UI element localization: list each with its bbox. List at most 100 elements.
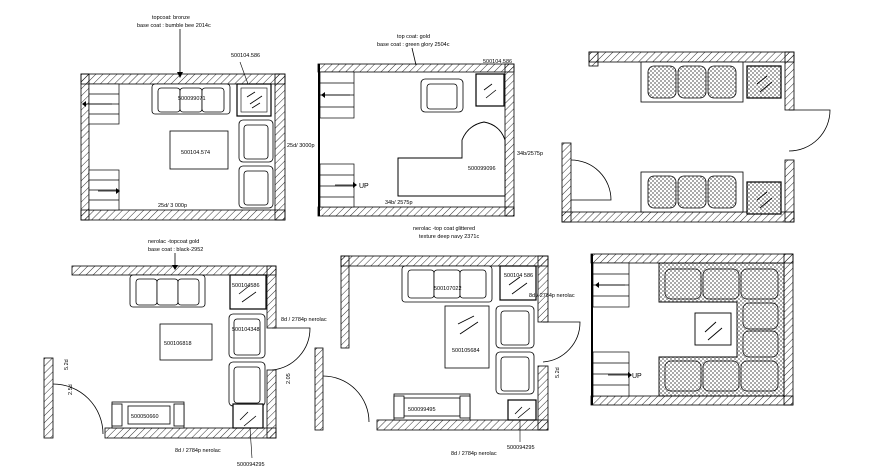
room-6-wall-bottom <box>590 395 794 406</box>
room-5-lamp-icon-bottom <box>514 406 531 419</box>
room-3-door-swing-left <box>570 159 612 201</box>
room-2-wall-top <box>317 63 515 73</box>
room-3-side-table-top <box>746 65 782 99</box>
room-5-code-bench: 500099495 <box>408 407 436 413</box>
room-2-stair-arrowhead-2 <box>353 182 357 188</box>
room-6-stair-arrowhead-1 <box>595 282 599 288</box>
room-1-wall-bottom <box>80 209 286 221</box>
room-1-dim-right: 25d/ 3000p <box>287 143 315 149</box>
room-6-wall-right <box>783 253 794 406</box>
room-4-side-table-bottom <box>232 403 264 429</box>
room-1-stairs-bottom <box>88 169 120 211</box>
room-5-code-bottom: 500094295 <box>507 445 535 451</box>
room-3-lamp-icon-bottom <box>756 191 773 209</box>
room-1-annotation-1: topcoat: bronze <box>152 15 190 21</box>
room-2-l-sofa <box>397 121 506 197</box>
room-5-bench <box>393 393 471 421</box>
room-3-wall-right-bottom <box>784 159 795 223</box>
room-3-sofa-top <box>640 61 744 103</box>
room-6-plan: UP <box>590 253 794 406</box>
room-4-dim-bottom: 8d / 2784p nerolac <box>175 448 221 454</box>
room-6-u-sofa <box>658 262 785 397</box>
room-4-wall-left <box>43 357 54 439</box>
room-5-wall-left-top <box>340 255 350 349</box>
room-6-up-label: UP <box>632 373 642 380</box>
room-6-stair-arrowhead-2 <box>628 372 632 378</box>
room-5-wall-top <box>340 255 549 267</box>
room-2-side-table <box>475 73 505 107</box>
room-5-wall-left-bottom <box>314 347 324 431</box>
room-3-sofa-bottom <box>640 171 744 213</box>
room-6-center-table <box>694 312 732 346</box>
room-1-center-table <box>169 130 229 170</box>
room-2-code-sofa: 500099096 <box>468 166 496 172</box>
room-6-table-decor-icon <box>704 321 723 341</box>
room-4-dim-right-2: 2.05 <box>286 373 292 384</box>
room-5-dim-bottom: 8d / 2784p nerolac <box>451 451 497 457</box>
room-1-dim-bottom: 25d/ 3 000p <box>158 203 187 209</box>
room-1-wall-right <box>274 73 286 221</box>
room-1-stair-arrowhead-2 <box>116 188 120 194</box>
room-5-code-center: 500105684 <box>452 348 480 354</box>
room-5-wall-bottom <box>376 419 549 431</box>
room-4-chairs-right <box>228 313 266 407</box>
room-2-wall-left <box>318 64 320 216</box>
room-4-lamp-icon-top <box>238 285 257 303</box>
room-5-code-table: 500104 586 <box>504 273 533 279</box>
room-5-table-decor-icon <box>457 315 479 335</box>
room-3-wall-left <box>561 142 572 223</box>
room-4-sofa-top <box>129 274 206 308</box>
room-3-plan <box>561 51 831 223</box>
room-1-annotation-2: base coat : bumble bee 2014c <box>137 23 211 29</box>
room-4-wall-top <box>71 265 277 276</box>
room-4-plan: nerolac -topcoat gold base coat : black-… <box>43 239 327 468</box>
room-3-wall-top <box>588 51 795 63</box>
room-4-dim-right: 8d / 2784p nerolac <box>281 317 327 323</box>
room-6-wall-top <box>590 253 794 264</box>
room-2-up-label: UP <box>359 183 369 190</box>
room-5-door-swing-left <box>322 375 370 423</box>
room-4-side-table <box>229 274 267 310</box>
room-5-code-sofa: 500107022 <box>434 286 462 292</box>
room-3-wall-right-top <box>784 51 795 111</box>
room-5-lamp-icon-top <box>508 276 528 295</box>
room-1-code-table: 500104.586 <box>231 53 260 59</box>
room-1-lamp-icon <box>246 91 263 109</box>
room-2-dim-bottom: 34b/ 2575p <box>385 200 413 206</box>
room-4-door-swing-right <box>271 327 311 371</box>
room-4-annotation-2: base coat : black-2952 <box>148 247 203 253</box>
room-2-annotation-2: base coat : green glory 2504c <box>377 42 450 48</box>
room-4-door-swing-left <box>52 383 104 435</box>
room-5-annotation-2: texture deep navy 2371c <box>419 234 479 240</box>
room-4-lamp-icon-bottom <box>239 411 257 427</box>
room-4-code-center: 500106818 <box>164 341 192 347</box>
room-2-dim-right: 34b/2575p <box>517 151 543 157</box>
room-5-dim-right: 8d / 2784p nerolac <box>529 293 575 299</box>
room-5-door-swing-right <box>542 321 581 363</box>
room-3-side-table-bottom <box>746 181 782 215</box>
room-5-side-table-top <box>499 265 537 301</box>
room-2-stair-arrowhead-1 <box>321 92 325 98</box>
room-5-wall-right-top <box>537 255 549 323</box>
room-1-side-table-top <box>240 87 268 113</box>
room-6-u-sofa-cushions <box>664 268 779 392</box>
room-5-chairs-right <box>495 305 535 395</box>
room-4-wall-bottom <box>104 427 277 439</box>
room-6-wall-left <box>591 254 593 405</box>
room-4-wall-right-top <box>266 265 277 329</box>
room-4-annotation-1: nerolac -topcoat gold <box>148 239 199 245</box>
room-2-lamp-icon <box>483 83 497 99</box>
room-3-lamp-icon-top <box>756 75 773 93</box>
room-3-door-swing <box>788 109 831 152</box>
room-3-wall-left-stub <box>588 51 599 67</box>
room-1-stair-arrowhead-1 <box>82 101 86 107</box>
room-1-code-leader <box>239 61 249 85</box>
room-2-code-table: 500104.586 <box>483 59 512 65</box>
room-5-plan: nerolac -top coat glittered texture deep… <box>314 226 581 457</box>
room-5-annotation-1: nerolac -top coat glittered <box>413 226 475 232</box>
room-4-code-table: 500104586 <box>232 283 260 289</box>
room-1-wall-top <box>80 73 286 85</box>
room-5-sofa-top <box>401 265 493 303</box>
room-4-bench <box>111 401 185 429</box>
